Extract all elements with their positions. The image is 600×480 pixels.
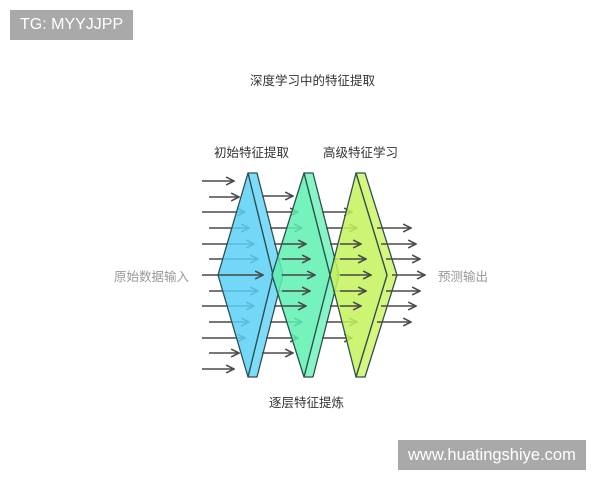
layer-3-internal-arrows [340, 244, 371, 306]
watermark-top: TG: MYYJJPP [10, 10, 134, 40]
watermark-bottom: www.huatingshiye.com [398, 440, 586, 470]
label-initial-extraction: 初始特征提取 [214, 145, 290, 160]
diagram-title: 深度学习中的特征提取 [250, 73, 376, 88]
layer-2-internal-arrows [282, 244, 315, 306]
label-raw-input: 原始数据输入 [114, 269, 190, 284]
output-arrows [377, 228, 425, 322]
label-layer-refinement: 逐层特征提炼 [269, 395, 345, 410]
label-advanced-learning: 高级特征学习 [323, 145, 399, 160]
label-prediction-output: 预测输出 [438, 269, 489, 284]
